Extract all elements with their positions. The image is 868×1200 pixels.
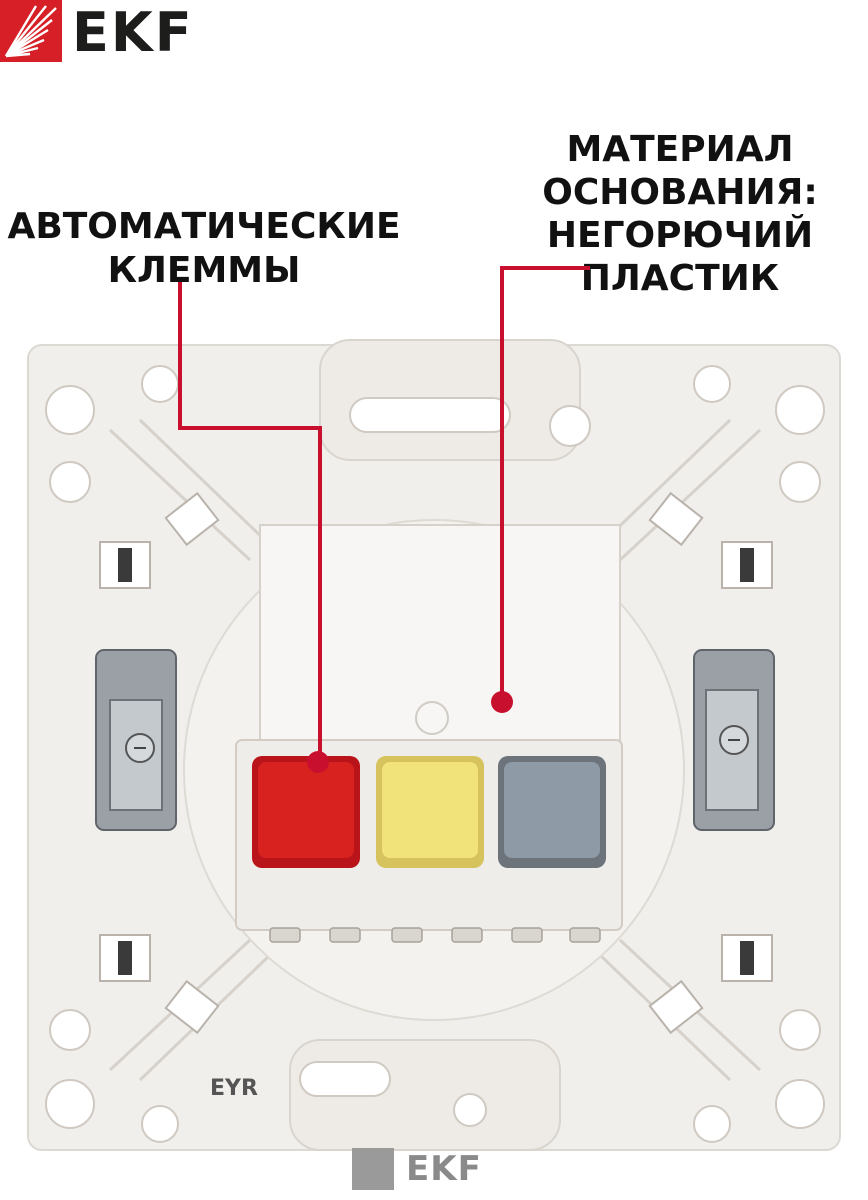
earth-terminal-button [376, 756, 484, 868]
phase-terminal-button [252, 756, 360, 868]
callout-line: КЛЕММЫ [107, 250, 301, 291]
product-marking: EYR [210, 1076, 258, 1101]
callout-line: ОСНОВАНИЯ: [542, 172, 818, 213]
phase-terminal-face [258, 762, 354, 858]
left-metal-claw [95, 649, 177, 831]
embossed-lightning-icon [352, 1148, 394, 1190]
callout-line: НЕГОРЮЧИЙ [546, 215, 814, 256]
embossed-ekf-logo: EKF [352, 1148, 522, 1190]
ekf-logo-text: EKF [72, 1, 194, 64]
terminal-block [235, 524, 623, 943]
ekf-logo: EKF [0, 0, 240, 70]
earth-terminal-face [382, 762, 478, 858]
callout-line: ПЛАСТИК [580, 258, 780, 299]
embossed-logo-text: EKF [406, 1149, 482, 1189]
automatic-terminals-callout: АВТОМАТИЧЕСКИЕ КЛЕММЫ [0, 205, 408, 293]
base-material-callout: МАТЕРИАЛ ОСНОВАНИЯ: НЕГОРЮЧИЙ ПЛАСТИК [520, 128, 840, 300]
right-metal-claw [693, 649, 775, 831]
neutral-terminal-face [504, 762, 600, 858]
ekf-lightning-logo-icon [0, 0, 62, 62]
automatic-terminals-leader [178, 282, 329, 773]
neutral-terminal-button [498, 756, 606, 868]
callout-line: МАТЕРИАЛ [566, 129, 794, 170]
callout-line: АВТОМАТИЧЕСКИЕ [7, 206, 401, 247]
base-material-leader [491, 266, 590, 713]
